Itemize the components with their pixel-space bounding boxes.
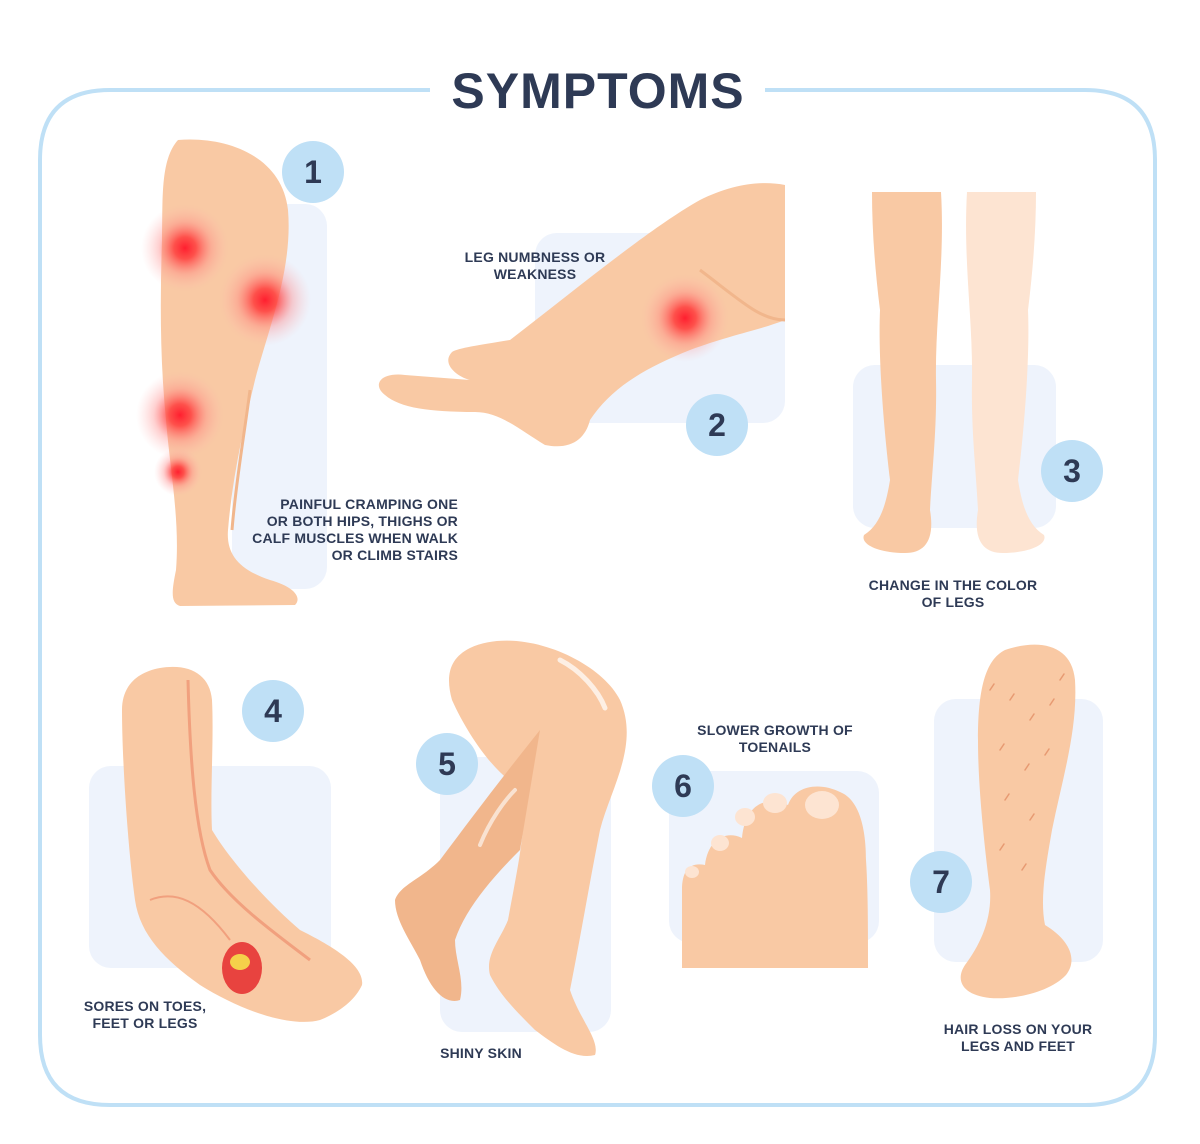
badge-3: 3 <box>1041 440 1103 502</box>
leg-hairy <box>960 644 1076 999</box>
badge-2: 2 <box>686 394 748 456</box>
foot-with-sore <box>122 666 363 1022</box>
symptom-label-5: SHINY SKIN <box>440 1045 522 1061</box>
leg-hairs <box>989 673 1065 871</box>
symptom-label-7: HAIR LOSS ON YOUR LEGS AND FEET <box>943 1021 1093 1054</box>
symptom-label-6: SLOWER GROWTH OF TOENAILS <box>697 722 853 755</box>
badge-4: 4 <box>242 680 304 742</box>
symptom-label-4: SORES ON TOES, FEET OR LEGS <box>83 998 207 1031</box>
badge-1: 1 <box>282 141 344 203</box>
pain-spots-leg-1 <box>136 204 311 496</box>
symptom-label-3: CHANGE IN THE COLOR OF LEGS <box>868 577 1038 610</box>
frame-border <box>38 88 1157 1107</box>
legs-front-view <box>863 192 1045 553</box>
symptom-label-1: PAINFUL CRAMPING ONE OR BOTH HIPS, THIGH… <box>252 496 458 563</box>
symptom-label-2: LEG NUMBNESS OR WEAKNESS <box>464 249 606 282</box>
badge-5: 5 <box>416 733 478 795</box>
page-title: SYMPTOMS <box>451 63 745 119</box>
leg-seated-view <box>378 183 786 447</box>
toenails <box>685 791 839 878</box>
badge-7: 7 <box>910 851 972 913</box>
legs-walking <box>395 640 627 1056</box>
badge-6: 6 <box>652 755 714 817</box>
toes-closeup <box>682 786 868 968</box>
